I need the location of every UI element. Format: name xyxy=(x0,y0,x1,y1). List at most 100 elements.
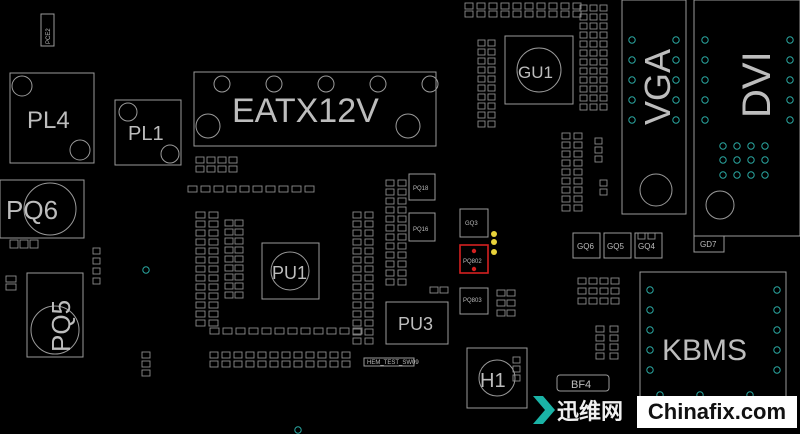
component-pad xyxy=(594,146,603,154)
component-pad xyxy=(341,351,351,359)
component-pad xyxy=(610,287,620,295)
pce2-capacitor[interactable]: PCE2 xyxy=(40,13,55,47)
component-pad xyxy=(305,351,315,359)
via-hole xyxy=(719,156,727,164)
vga-connector[interactable]: VGA xyxy=(621,0,687,215)
component-pad xyxy=(561,186,571,194)
component-pad xyxy=(496,299,506,307)
component-pad xyxy=(228,165,238,173)
via-hole xyxy=(701,96,709,104)
component-pad xyxy=(352,238,362,246)
gd7-diode[interactable]: GD7 xyxy=(693,235,725,253)
component-pad xyxy=(329,360,339,368)
pl1-inductor[interactable]: PL1 xyxy=(114,99,182,166)
component-pad xyxy=(589,94,598,102)
component-pad xyxy=(206,165,216,173)
component-pad xyxy=(594,155,603,163)
component-pad xyxy=(224,273,234,281)
component-pad xyxy=(352,301,362,309)
component-pad xyxy=(561,132,571,140)
component-pad xyxy=(599,58,608,66)
component-pad xyxy=(352,211,362,219)
component-pad xyxy=(92,277,101,285)
component-pad xyxy=(248,327,259,335)
chinafix-logo-icon xyxy=(533,396,555,424)
component-pad xyxy=(477,84,486,92)
component-pad xyxy=(496,289,506,297)
component-pad xyxy=(208,256,219,264)
component-pad xyxy=(217,156,227,164)
component-pad xyxy=(261,327,272,335)
component-pad xyxy=(560,2,570,10)
component-pad xyxy=(487,48,496,56)
pl4-inductor[interactable]: PL4 xyxy=(9,72,95,164)
component-pad xyxy=(222,327,233,335)
via-hole xyxy=(701,36,709,44)
component-pad xyxy=(610,277,620,285)
component-pad xyxy=(588,277,598,285)
via-hole xyxy=(786,116,794,124)
component-pad xyxy=(589,40,598,48)
component-pad xyxy=(496,309,506,317)
component-pad xyxy=(209,327,220,335)
component-pad xyxy=(385,278,395,286)
component-pad xyxy=(208,301,219,309)
pq16-transistor[interactable]: PQ16 xyxy=(408,212,436,242)
gq4-transistor[interactable]: GQ4 xyxy=(634,232,663,259)
component-pad xyxy=(29,239,39,249)
component-pad xyxy=(187,185,198,193)
gq3-transistor[interactable]: GQ3 xyxy=(459,208,489,238)
test-point[interactable]: HEM_TEST_SW09 xyxy=(363,357,419,367)
component-pad xyxy=(385,188,395,196)
gq6-transistor[interactable]: GQ6 xyxy=(572,232,601,259)
component-pad xyxy=(579,58,588,66)
component-pad xyxy=(589,76,598,84)
component-pad xyxy=(477,39,486,47)
component-pad xyxy=(195,319,206,327)
pu1-ic[interactable]: PU1 xyxy=(261,242,320,300)
dvi-connector[interactable]: DVI xyxy=(693,0,800,237)
component-pad xyxy=(588,287,598,295)
pq5-mosfet[interactable]: PQ5 xyxy=(26,272,84,358)
component-pad xyxy=(599,67,608,75)
component-pad xyxy=(573,204,583,212)
component-pad xyxy=(439,286,449,294)
component-pad xyxy=(477,93,486,101)
via-hole xyxy=(773,286,781,294)
gu1-ic[interactable]: GU1 xyxy=(504,35,574,105)
component-pad xyxy=(599,94,608,102)
component-pad xyxy=(476,2,486,10)
component-pad xyxy=(476,10,486,18)
via-hole xyxy=(646,366,654,374)
pq6-mosfet[interactable]: PQ6 xyxy=(0,179,85,239)
eatx12v-connector[interactable]: EATX12V xyxy=(193,71,439,147)
component-pad xyxy=(561,168,571,176)
component-pad xyxy=(352,247,362,255)
gq5-transistor[interactable]: GQ5 xyxy=(603,232,632,259)
bf4-bead[interactable]: BF4 xyxy=(556,374,610,392)
via-hole xyxy=(733,171,741,179)
kbms-connector[interactable]: KBMS xyxy=(639,271,787,401)
via-hole xyxy=(628,36,636,44)
pq18-transistor[interactable]: PQ18 xyxy=(408,173,436,201)
component-pad xyxy=(195,229,206,237)
h1-mounting-hole[interactable]: H1 xyxy=(466,347,528,409)
via-hole xyxy=(747,142,755,150)
component-pad xyxy=(599,13,608,21)
pu3-ic[interactable]: PU3 xyxy=(385,301,449,345)
component-pad xyxy=(599,22,608,30)
via-hole xyxy=(672,56,680,64)
component-pad xyxy=(293,351,303,359)
component-pad xyxy=(257,360,267,368)
pq803-transistor[interactable]: PQ803 xyxy=(459,287,489,315)
component-pad xyxy=(647,232,656,240)
pu1-label: PU1 xyxy=(272,263,307,283)
component-pad xyxy=(577,277,587,285)
component-pad xyxy=(561,204,571,212)
component-pad xyxy=(195,292,206,300)
small-component-pads xyxy=(5,2,656,382)
component-pad xyxy=(609,343,619,351)
component-pad xyxy=(464,10,474,18)
pq802-transistor-highlighted[interactable]: PQ802 xyxy=(459,244,489,274)
component-pad xyxy=(577,297,587,305)
